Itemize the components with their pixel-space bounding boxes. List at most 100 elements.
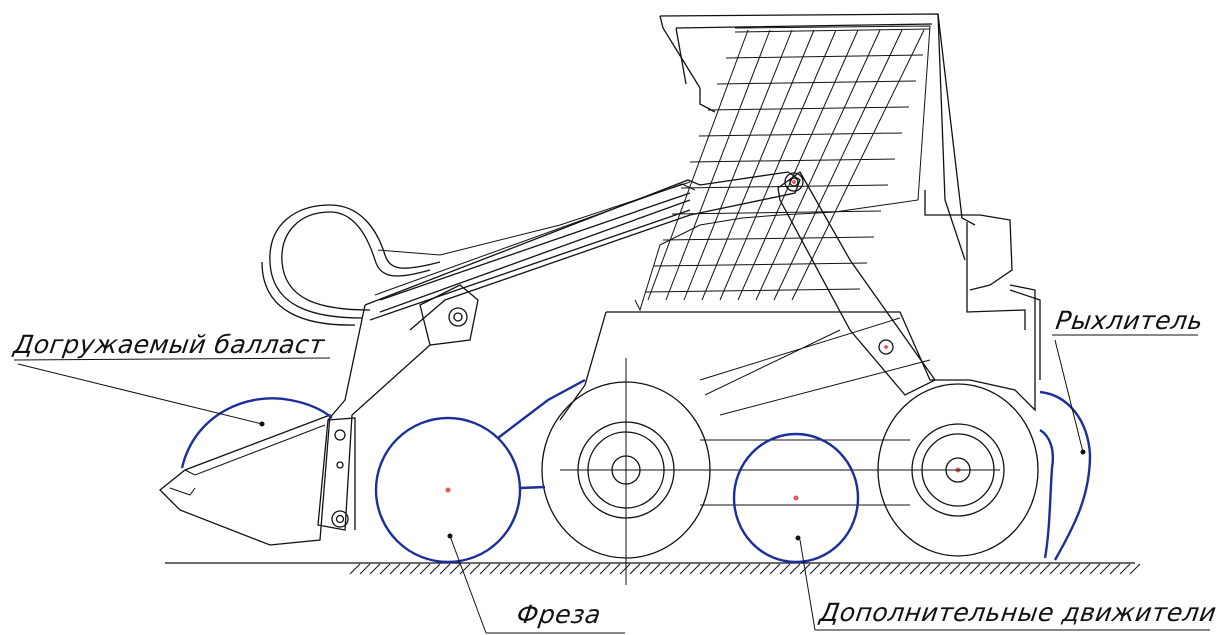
ground-hatch-line — [719, 563, 731, 575]
ground-hatch-line — [449, 563, 461, 575]
ground-hatch-line — [469, 563, 481, 575]
cage-grid-line — [734, 28, 931, 33]
ground-hatch-line — [569, 563, 581, 575]
cage-grid-line — [773, 29, 903, 301]
ground-hatch-line — [539, 563, 551, 575]
ground-hatch-line — [619, 563, 631, 575]
cage-grid-line — [698, 132, 903, 137]
ground-hatch-line — [499, 563, 511, 575]
additional-mover — [732, 432, 860, 564]
ground-hatch-line — [1009, 563, 1021, 575]
ground-hatch-line — [839, 563, 851, 575]
ground-hatch-line — [769, 563, 781, 575]
ballast-weight — [180, 397, 333, 469]
cage-grid-line — [755, 29, 881, 301]
ground-hatch-line — [1069, 563, 1081, 575]
ground-hatch-line — [1119, 563, 1131, 575]
ground-hatch-line — [829, 563, 841, 575]
ground-hatch-line — [479, 563, 491, 575]
ground-hatch-line — [699, 563, 711, 575]
ground-hatch-line — [889, 563, 901, 575]
ground-hatch-line — [809, 563, 821, 575]
leader-lines — [13, 334, 1210, 634]
ground-hatch-line — [949, 563, 961, 575]
ground-hatch-line — [1099, 563, 1111, 575]
ground-hatch-line — [919, 563, 931, 575]
ground-hatch-line — [1079, 563, 1091, 575]
ground-hatch-line — [729, 563, 741, 575]
label-additional-movers: Дополнительные движители — [817, 598, 1217, 627]
ripper — [1039, 390, 1092, 561]
ground-hatch-line — [439, 563, 451, 575]
ground-hatch-line — [779, 563, 791, 575]
ground-hatch-line — [709, 563, 721, 575]
ground-hatch-line — [549, 563, 561, 575]
ground-hatch-line — [659, 563, 671, 575]
ground-hatch-line — [679, 563, 691, 575]
ground-hatch-line — [409, 563, 421, 575]
rear-wheel — [700, 383, 1039, 557]
ground-hatch-line — [1129, 563, 1141, 575]
ground-hatch-line — [419, 563, 431, 575]
cage-grid-line — [665, 29, 771, 301]
ground-hatch-line — [489, 563, 501, 575]
ground-hatch-line — [879, 563, 891, 575]
ground-hatch-line — [1059, 563, 1071, 575]
ground-hatch-line — [929, 563, 941, 575]
ground-hatch-line — [369, 563, 381, 575]
ground-hatch-line — [639, 563, 651, 575]
label-ripper: Рыхлитель — [1053, 306, 1206, 335]
cage-grid-line — [647, 29, 749, 301]
ground-hatch-line — [399, 563, 411, 575]
ground-hatch-line — [519, 563, 531, 575]
ground-hatch-line — [969, 563, 981, 575]
body — [559, 222, 1041, 421]
front-wheel — [541, 358, 711, 585]
ground-hatch-line — [359, 563, 371, 575]
cage-grid-line — [653, 262, 868, 267]
ground-hatch-line — [759, 563, 771, 575]
cage-grid-line — [737, 29, 859, 301]
ground-hatch-line — [1029, 563, 1041, 575]
ground-hatch-line — [859, 563, 871, 575]
ground-hatch-line — [389, 563, 401, 575]
cage-grid-line — [719, 29, 837, 301]
cage-grid-line — [707, 106, 910, 111]
ground-hatch-line — [529, 563, 541, 575]
milling-drum — [374, 378, 586, 564]
cage-grid-line — [662, 236, 875, 241]
ground — [165, 562, 1141, 575]
ground-hatch-line — [1019, 563, 1031, 575]
cage-grid-line — [689, 158, 896, 163]
ground-hatch-line — [739, 563, 751, 575]
cabin-rops — [634, 13, 1013, 312]
cage-grid-line — [644, 288, 861, 293]
hydraulic-hoses — [261, 181, 691, 326]
ground-hatch-line — [749, 563, 761, 575]
ground-hatch-line — [379, 563, 391, 575]
ground-hatch-line — [979, 563, 991, 575]
ground-hatch-line — [459, 563, 471, 575]
ground-hatch-line — [1049, 563, 1061, 575]
ground-hatch-line — [849, 563, 861, 575]
ground-hatch-line — [589, 563, 601, 575]
ground-hatch-line — [559, 563, 571, 575]
ground-hatch-line — [1109, 563, 1121, 575]
ground-hatch-line — [819, 563, 831, 575]
ground-hatch-line — [909, 563, 921, 575]
ground-hatch-line — [959, 563, 971, 575]
ground-hatch-line — [1089, 563, 1101, 575]
ground-hatch-line — [789, 563, 801, 575]
label-mill: Фреза — [514, 600, 603, 629]
cage-grid-line — [701, 29, 815, 301]
ground-hatch-line — [939, 563, 951, 575]
ground-hatch-line — [609, 563, 621, 575]
ground-hatch-line — [999, 563, 1011, 575]
ground-hatch-line — [429, 563, 441, 575]
ground-hatch-line — [689, 563, 701, 575]
ground-hatch-line — [629, 563, 641, 575]
ground-hatch-line — [989, 563, 1001, 575]
ground-hatch-line — [509, 563, 521, 575]
cage-grid-line — [680, 184, 889, 189]
